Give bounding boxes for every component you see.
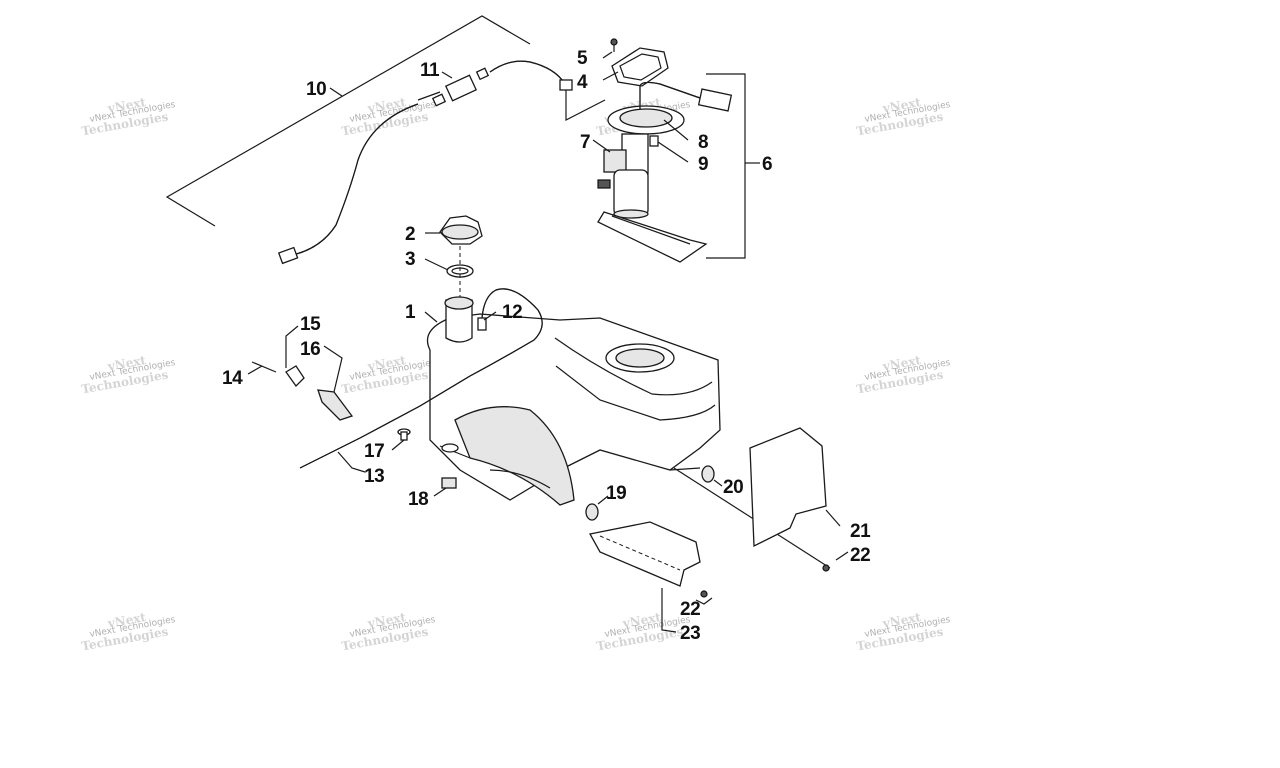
pump-gasket <box>611 47 669 87</box>
svg-text:vNext: vNext <box>366 353 408 374</box>
svg-text:vNext: vNext <box>881 95 923 116</box>
callout-16: 16 <box>300 339 320 360</box>
svg-text:vNext: vNext <box>106 95 148 116</box>
fuel-pump-assembly <box>592 38 760 263</box>
watermark-r2c1: vNext vNext Technologies Technologies <box>80 353 176 396</box>
callout-22-right: 22 <box>850 545 870 566</box>
watermark-r1c2: vNext vNext Technologies Technologies <box>340 95 436 138</box>
svg-text:vNext: vNext <box>106 353 148 374</box>
vent-hose-assembly <box>247 288 543 497</box>
hose-connector-left <box>277 246 299 265</box>
callout-19: 19 <box>606 483 626 504</box>
fuel-filter <box>431 67 490 107</box>
callout-9: 9 <box>698 154 708 175</box>
watermark-r3c1: vNext vNext Technologies Technologies <box>80 610 176 653</box>
watermark-r1c4: vNext vNext Technologies Technologies <box>855 95 951 138</box>
fuel-tank <box>424 296 721 506</box>
watermark-r3c4: vNext vNext Technologies Technologies <box>855 610 951 653</box>
svg-text:vNext: vNext <box>621 610 663 631</box>
fuel-line-assembly <box>165 15 606 265</box>
svg-text:vNext: vNext <box>106 610 148 631</box>
callout-17: 17 <box>364 441 384 462</box>
callout-22-lower: 22 <box>680 599 700 620</box>
grommets <box>585 465 831 569</box>
callout-12: 12 <box>502 302 522 323</box>
watermark-r3c3: vNext vNext Technologies Technologies <box>595 610 691 653</box>
callout-21: 21 <box>850 521 871 542</box>
callout-1: 1 <box>405 302 416 323</box>
watermark-r2c4: vNext vNext Technologies Technologies <box>855 353 951 396</box>
svg-text:vNext: vNext <box>881 353 923 374</box>
watermark-r3c2: vNext vNext Technologies Technologies <box>340 610 436 653</box>
callout-6: 6 <box>762 154 772 175</box>
svg-text:vNext: vNext <box>881 610 923 631</box>
callout-23: 23 <box>680 623 700 644</box>
svg-text:vNext: vNext <box>366 610 408 631</box>
push-rivet <box>391 428 411 451</box>
tank-grommet <box>433 477 457 497</box>
watermark-r2c2: vNext vNext Technologies Technologies <box>340 353 436 396</box>
callout-7: 7 <box>580 132 590 153</box>
svg-text:vNext: vNext <box>366 95 408 116</box>
heat-shield-lower <box>588 521 713 633</box>
callout-2: 2 <box>405 224 415 245</box>
callout-labels: 1 2 3 4 5 6 7 8 9 10 11 12 13 14 15 16 1… <box>222 48 872 644</box>
callout-14: 14 <box>222 368 243 389</box>
pump-screw <box>610 38 618 52</box>
callout-15: 15 <box>300 314 321 335</box>
callout-18: 18 <box>408 489 428 510</box>
callout-8: 8 <box>698 132 708 153</box>
callout-13: 13 <box>364 466 384 487</box>
callout-20: 20 <box>723 477 743 498</box>
callout-11: 11 <box>420 60 440 81</box>
callout-3: 3 <box>405 249 415 270</box>
callout-5: 5 <box>577 48 588 69</box>
callout-10: 10 <box>306 79 326 100</box>
fuel-cap-assembly <box>424 215 483 302</box>
watermark-r1c1: vNext vNext Technologies Technologies <box>80 95 176 138</box>
heat-shield-right <box>749 427 849 572</box>
callout-4: 4 <box>577 72 588 93</box>
